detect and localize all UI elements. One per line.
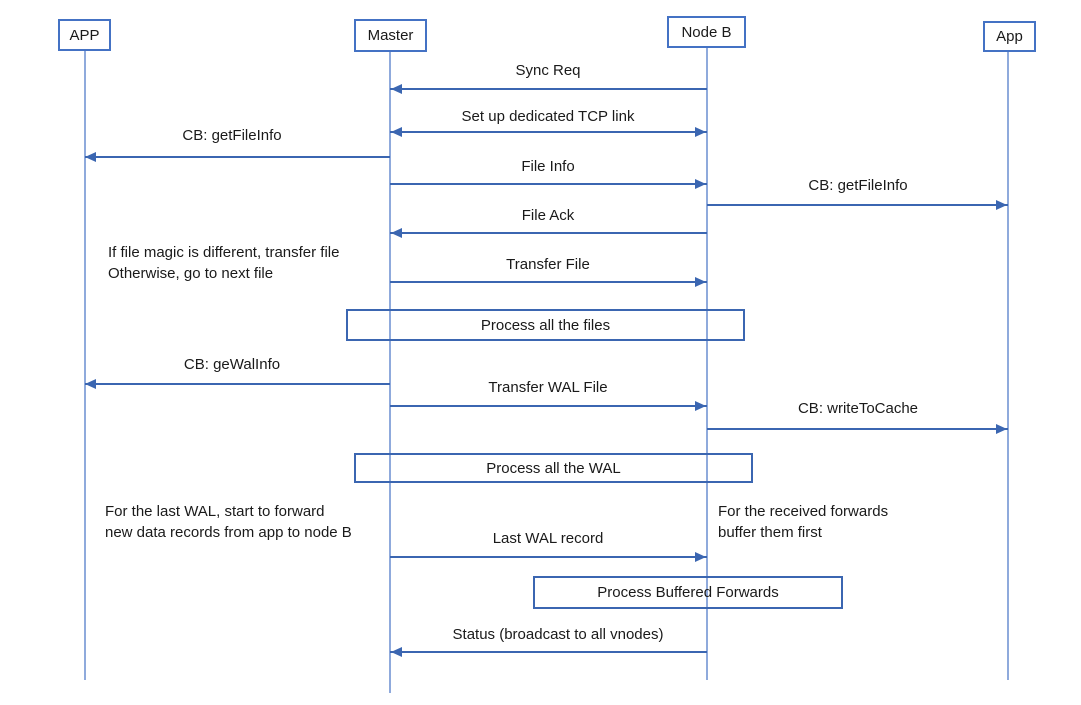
message-label: Transfer File — [506, 256, 590, 273]
message-line — [85, 383, 390, 385]
process-box-label: Process Buffered Forwards — [597, 584, 779, 601]
process-box-label: Process all the WAL — [486, 459, 621, 477]
arrowhead-left-icon — [85, 379, 96, 389]
message-label: Last WAL record — [492, 530, 604, 547]
message-line — [390, 232, 707, 234]
message-line — [390, 131, 707, 133]
lifeline-master — [389, 52, 391, 693]
actor-box-master: Master — [354, 19, 427, 52]
message-line — [390, 88, 707, 90]
process-box-all-wal: Process all the WAL — [354, 453, 753, 483]
message-label: Sync Req — [515, 62, 581, 79]
arrowhead-left-icon — [391, 228, 402, 238]
message-label: CB: getFileInfo — [182, 127, 282, 144]
message-line — [390, 651, 707, 653]
actor-label: Master — [367, 27, 414, 44]
message-line — [707, 428, 1008, 430]
lifeline-app-right — [1007, 52, 1009, 680]
actor-box-app-right: App — [983, 21, 1036, 52]
message-line — [390, 281, 707, 283]
arrowhead-right-icon — [996, 424, 1007, 434]
message-line — [390, 183, 707, 185]
arrowhead-left-icon — [391, 647, 402, 657]
message-label: Transfer WAL File — [488, 379, 608, 396]
message-line — [390, 556, 707, 558]
message-label: Status (broadcast to all vnodes) — [452, 626, 664, 643]
message-label: CB: getFileInfo — [808, 177, 908, 194]
actor-box-app-left: APP — [58, 19, 111, 51]
arrowhead-right-icon — [695, 179, 706, 189]
note-last-wal-forward: For the last WAL, start to forward new d… — [105, 503, 352, 541]
lifeline-node-b — [706, 48, 708, 680]
message-label: File Ack — [521, 207, 575, 224]
arrowhead-right-icon — [695, 277, 706, 287]
message-line — [707, 204, 1008, 206]
process-box-buffered-forwards: Process Buffered Forwards — [533, 576, 843, 609]
arrowhead-left-icon — [391, 84, 402, 94]
actor-box-node-b: Node B — [667, 16, 746, 48]
arrowhead-left-icon — [391, 127, 402, 137]
arrowhead-right-icon — [695, 401, 706, 411]
process-box-label: Process all the files — [480, 316, 611, 334]
note-buffer-forwards: For the received forwards buffer them fi… — [718, 503, 889, 541]
actor-label: APP — [69, 26, 100, 44]
arrowhead-right-icon — [695, 552, 706, 562]
message-line — [390, 405, 707, 407]
process-box-all-files: Process all the files — [346, 309, 745, 341]
message-line — [85, 156, 390, 158]
message-label: CB: writeToCache — [797, 400, 919, 417]
message-label: CB: geWalInfo — [183, 356, 281, 373]
message-label: File Info — [521, 158, 575, 175]
actor-label: App — [996, 28, 1023, 45]
note-file-magic: If file magic is different, transfer fil… — [108, 244, 340, 282]
message-label: Set up dedicated TCP link — [461, 108, 635, 125]
lifeline-app-left — [84, 51, 86, 680]
arrowhead-right-icon — [695, 127, 706, 137]
arrowhead-left-icon — [85, 152, 96, 162]
arrowhead-right-icon — [996, 200, 1007, 210]
actor-label: Node B — [681, 23, 732, 41]
